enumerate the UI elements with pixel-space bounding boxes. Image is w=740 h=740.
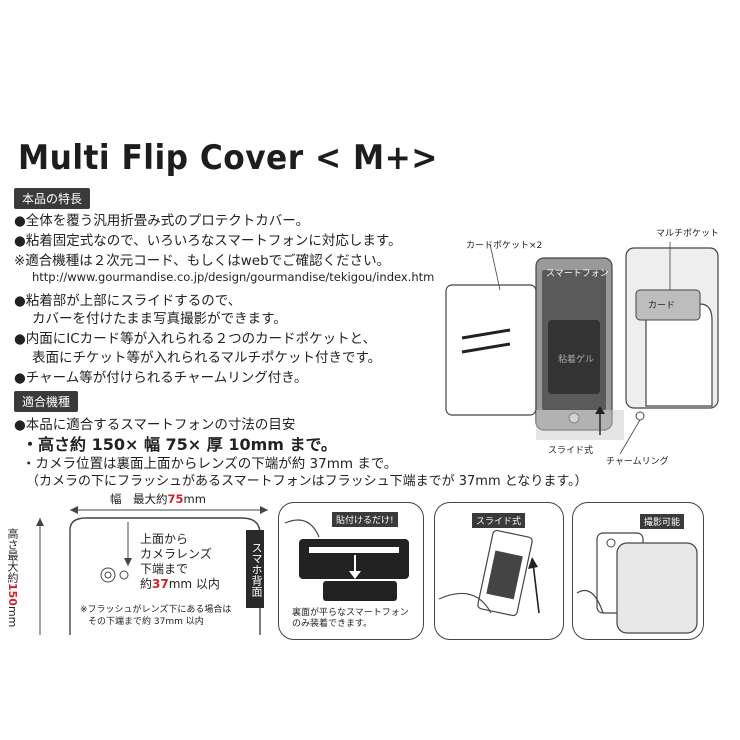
step-panel-2 [434,502,564,640]
camera-text-2: カメラレンズ [140,547,212,561]
phone-back-outline [69,517,261,635]
charm-ring-shape [635,411,645,421]
step-panel-3 [572,502,704,640]
flash-note-2: その下端まで約 37mm 以内 [88,617,204,627]
slide-part [536,410,624,440]
page-title: Multi Flip Cover < M+> [18,138,438,178]
height-label: 高さ最大約150mm [6,528,19,628]
label-charm-ring: チャームリング [606,457,669,467]
feature-line-6: ●内面にICカード等が入れられる２つのカードポケットと、 [14,331,377,347]
step-panel-1 [278,502,424,640]
card-shape [635,289,701,321]
feature-url[interactable]: http://www.gourmandise.co.jp/design/gour… [32,270,435,284]
label-smartphone: スマートフォン [546,269,609,279]
label-card: カード [648,301,676,311]
step-1-caption-2: のみ装着できます。 [292,619,373,629]
step-2-label: スライド式 [472,513,526,528]
camera-lens-shape [100,567,116,583]
product-illustration [445,242,719,455]
step-1-label: 貼付けるだけ! [332,512,398,527]
feature-line-4: ●粘着部が上部にスライドするので、 [14,293,242,309]
camera-text-3: 下端まで [140,562,189,576]
step-2-illustration [438,529,540,617]
back-label: スマホ背面 [246,530,264,608]
camera-text-1: 上面から [140,532,189,546]
flash-shape [119,570,129,580]
dimension-diagram [36,506,268,635]
adhesive-gel-pad [548,320,600,394]
feature-line-7: 表面にチケット等が入れられるマルチポケット付きです。 [32,350,382,366]
compat-dimensions: ・高さ約 150× 幅 75× 厚 10mm まで。 [22,435,337,454]
step-3-label: 撮影可能 [640,514,685,529]
compat-heading: 適合機種 [14,391,79,412]
label-card-pocket: カードポケット×2 [466,241,543,251]
feature-line-3: ※適合機種は２次元コード、もしくはwebでご確認ください。 [14,253,391,269]
label-slide: スライド式 [548,446,594,456]
compat-camera-line: ・カメラ位置は裏面上面からレンズの下端が約 37mm まで。 [22,456,398,472]
card-slot-2 [461,342,511,354]
step-1-illustration [284,519,409,601]
step-3-illustration [576,532,698,634]
label-adhesive-gel: 粘着ゲル [558,355,595,365]
label-multi-pocket: マルチポケット [656,229,720,239]
feature-line-5: カバーを付けたまま写真撮影ができます。 [32,311,287,327]
feature-line-2: ●粘着固定式なので、いろいろなスマートフォンに対応します。 [14,233,402,249]
step-1-caption-1: 裏面が平らなスマートフォン [292,608,409,618]
card-slot-1 [461,328,511,340]
cover-left-panel [445,284,537,416]
flash-note-1: ※フラッシュがレンズ下にある場合は [80,605,232,615]
compat-line-1: ●本品に適合するスマートフォンの寸法の目安 [14,417,296,433]
camera-distance: 約37mm 以内 [140,577,220,591]
feature-line-8: ●チャーム等が付けられるチャームリング付き。 [14,370,308,386]
feature-line-1: ●全体を覆う汎用折畳み式のプロテクトカバー。 [14,213,310,229]
width-label: 幅 最大約75mm [110,492,206,506]
features-heading: 本品の特長 [14,188,91,209]
compat-flash-line: （カメラの下にフラッシュがあるスマートフォンはフラッシュ下端までが 37mm と… [26,474,588,489]
